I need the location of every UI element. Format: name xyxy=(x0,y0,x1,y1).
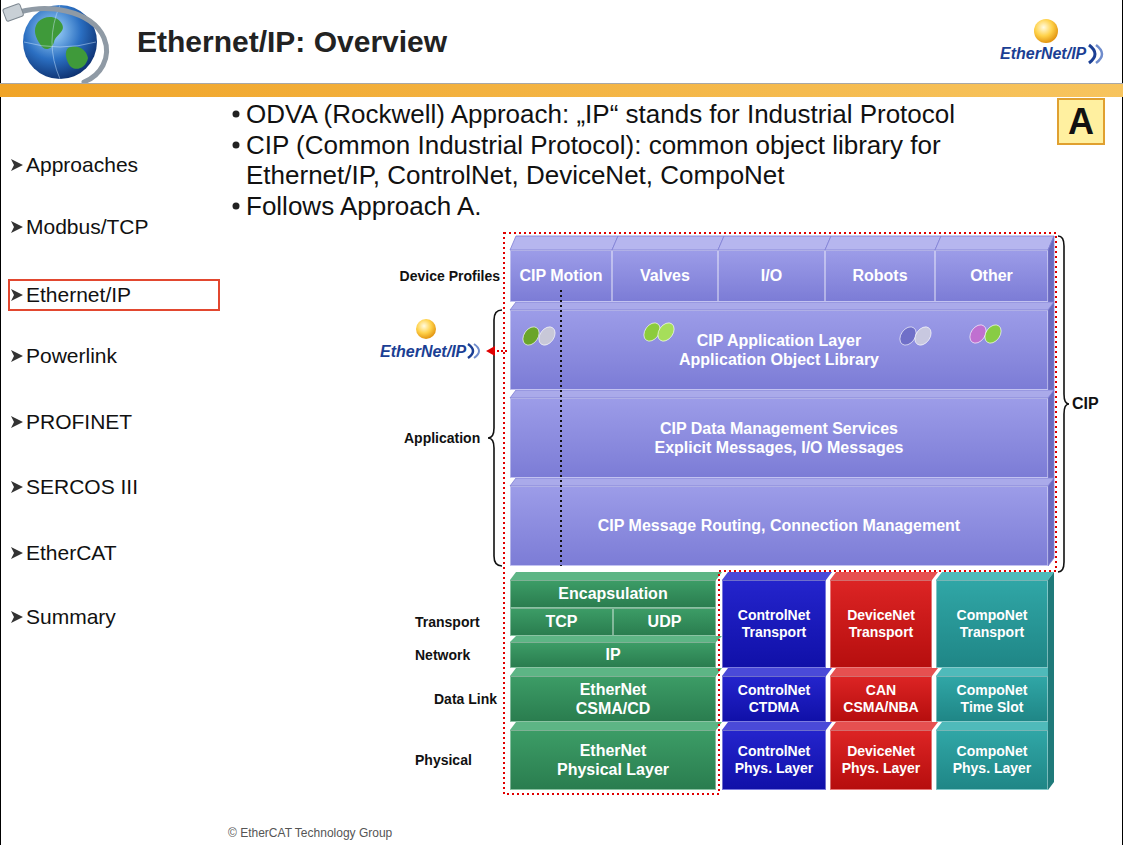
block-text: Valves xyxy=(640,266,690,285)
block-text: DeviceNet Phys. Layer xyxy=(833,743,929,777)
ethernet-layer-block: TCP xyxy=(510,608,613,636)
controlnet-layer-block: ControlNet Transport xyxy=(722,580,826,668)
cip-layer-block: CIP Application Layer Application Object… xyxy=(510,310,1048,390)
nav-item: Approaches xyxy=(26,152,138,177)
block-text: CompoNet Transport xyxy=(944,607,1040,641)
block-text: IP xyxy=(605,645,620,664)
block-text: CAN CSMA/NBA xyxy=(833,682,929,716)
slide-frame xyxy=(1122,0,1123,845)
block-text: CompoNet Time Slot xyxy=(944,682,1040,716)
block-text: UDP xyxy=(648,612,682,631)
devicenet-layer-block: DeviceNet Transport xyxy=(830,580,932,668)
block-text: CIP Application Layer Application Object… xyxy=(669,331,889,369)
nav-item: SERCOS III xyxy=(26,474,138,499)
motion-guide-line xyxy=(560,290,562,566)
bullet-text: CIP (Common Industrial Protocol): common… xyxy=(246,130,1051,190)
nav-item: PROFINET xyxy=(26,409,132,434)
block-text: Encapsulation xyxy=(558,584,667,603)
block-text: CIP Message Routing, Connection Manageme… xyxy=(598,516,960,535)
selected-nav-item: Ethernet/IP xyxy=(8,279,220,311)
device-profile-block: Other xyxy=(935,250,1048,302)
block-text: TCP xyxy=(546,612,578,631)
layer-label: Device Profiles xyxy=(388,268,500,285)
device-profile-block: Valves xyxy=(612,250,718,302)
controlnet-layer-block: ControlNet Phys. Layer xyxy=(722,730,826,790)
cip-layer-block: CIP Data Management Services Explicit Me… xyxy=(510,398,1048,478)
componet-layer-block: CompoNet Phys. Layer xyxy=(936,730,1048,790)
block-text: ControlNet Transport xyxy=(726,607,822,641)
ethernet-layer-block: IP xyxy=(510,642,716,668)
layer-label: Network xyxy=(415,647,470,664)
controlnet-layer-block: ControlNet CTDMA xyxy=(722,676,826,722)
header-band xyxy=(0,84,1123,97)
device-profile-block: CIP Motion xyxy=(510,250,612,302)
nav-item: Powerlink xyxy=(26,343,117,368)
block-text: CIP Motion xyxy=(519,266,602,285)
pointer-arrow xyxy=(486,346,507,356)
device-profile-block: Robots xyxy=(825,250,935,302)
layer-label: Application xyxy=(404,430,480,447)
bullet-text: Follows Approach A. xyxy=(246,191,1051,221)
block-text: Other xyxy=(970,266,1013,285)
block-text: Ethernet/IP xyxy=(26,282,131,307)
cip-layer-block: CIP Message Routing, Connection Manageme… xyxy=(510,486,1048,566)
approach-badge: A xyxy=(1057,98,1105,145)
block-text: EtherNet Physical Layer xyxy=(552,741,674,779)
devicenet-layer-block: CAN CSMA/NBA xyxy=(830,676,932,722)
scope-outline xyxy=(504,233,1056,794)
lower-block-faces xyxy=(510,572,1054,790)
slide-frame xyxy=(0,0,1,845)
ethernet-layer-block: UDP xyxy=(613,608,716,636)
layer-label: Physical xyxy=(415,752,472,769)
block-top-faces xyxy=(510,236,1054,566)
block-text: EtherNet CSMA/CD xyxy=(552,680,674,718)
bullet-text: ODVA (Rockwell) Approach: „IP“ stands fo… xyxy=(246,99,1051,129)
object-pills xyxy=(520,320,1005,348)
layer-label: Data Link xyxy=(434,691,497,708)
logo-wordmark: EtherNet/IP xyxy=(380,342,466,361)
scope-label: CIP xyxy=(1072,394,1099,413)
header-rule xyxy=(0,83,1123,84)
copyright-note: © EtherCAT Technology Group xyxy=(228,826,392,840)
nav-item: EtherCAT xyxy=(26,540,117,565)
block-text: Robots xyxy=(852,266,907,285)
ethernet-layer-block: EtherNet Physical Layer xyxy=(510,730,716,790)
device-profile-block: I/O xyxy=(718,250,825,302)
slide-title: Ethernet/IP: Overview xyxy=(137,24,447,60)
block-text: ControlNet CTDMA xyxy=(726,682,822,716)
logo-wordmark: EtherNet/IP xyxy=(1000,44,1086,63)
layer-label: Transport xyxy=(415,614,480,631)
nav-item: Modbus/TCP xyxy=(26,214,149,239)
block-text: I/O xyxy=(761,266,782,285)
componet-layer-block: CompoNet Time Slot xyxy=(936,676,1048,722)
block-text: ControlNet Phys. Layer xyxy=(726,743,822,777)
nav-markers xyxy=(11,159,23,623)
ethernet-layer-block: EtherNet CSMA/CD xyxy=(510,676,716,722)
devicenet-layer-block: DeviceNet Phys. Layer xyxy=(830,730,932,790)
block-text: CompoNet Phys. Layer xyxy=(944,743,1040,777)
globe-icon xyxy=(2,3,106,82)
componet-layer-block: CompoNet Transport xyxy=(936,580,1048,668)
nav-item: Summary xyxy=(26,604,116,629)
ethernet-layer-block: Encapsulation xyxy=(510,580,716,608)
cip-brace xyxy=(1058,236,1069,572)
block-text: DeviceNet Transport xyxy=(833,607,929,641)
bullet-dots xyxy=(233,111,240,210)
block-text: A xyxy=(1068,104,1094,140)
block-text: CIP Data Management Services Explicit Me… xyxy=(644,419,914,457)
